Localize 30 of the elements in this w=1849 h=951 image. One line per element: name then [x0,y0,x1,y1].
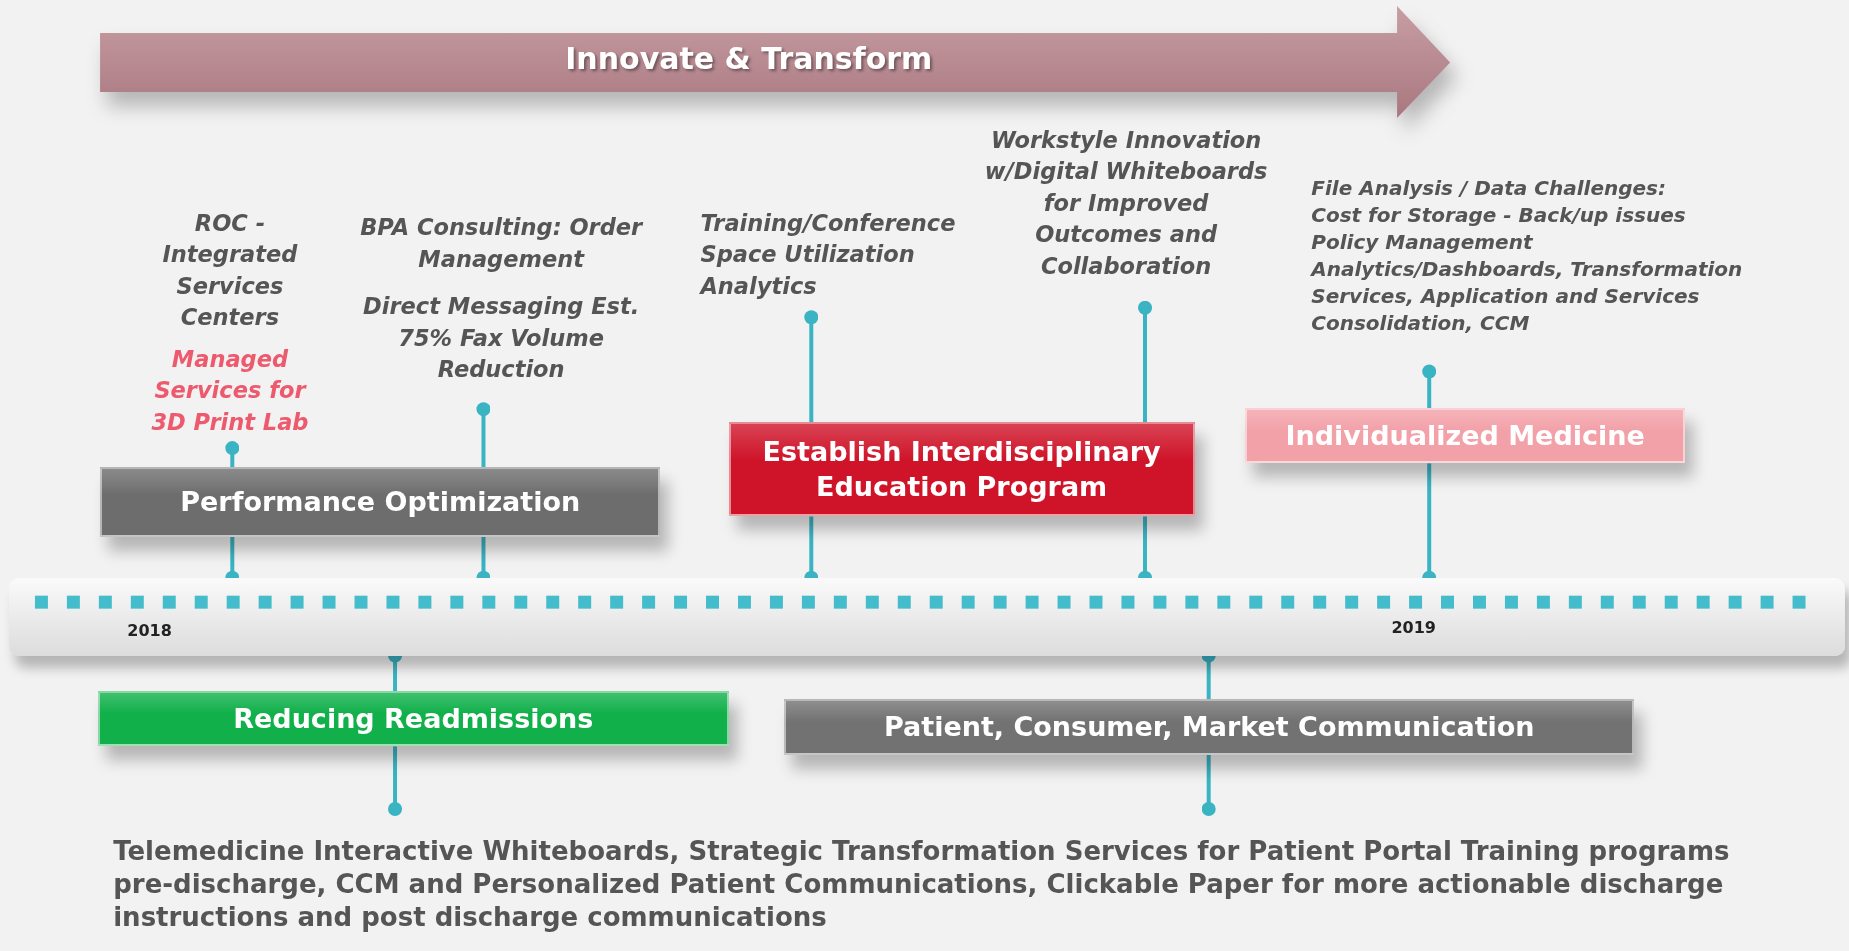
connector-line [1201,754,1216,816]
milestone-note: BPA Consulting: Order Management [359,213,643,274]
banner-title: Innovate & Transform [564,41,934,77]
timeline-bar [100,466,661,537]
bar-label: Establish Interdisciplinary Education Program [761,435,1162,505]
description-text: Telemedicine Interactive Whiteboards, Strategic Transformation Services for Patient Portal Training programs pre-discharge, CCM and Personalized Patient Communications, Clickable Paper for more actionable discharge instructions and post discharge communications [113,834,1731,935]
milestone-note: Workstyle Innovation w/Digital Whiteboards for Improved Outcomes and Collaboration [983,126,1269,281]
milestone-note: Direct Messaging Est. 75% Fax Volume Reduction [362,292,641,385]
connector-line [388,746,403,816]
timeline-track [9,577,1846,656]
bar-label: Reducing Readmissions [233,702,594,737]
milestone-note: File Analysis / Data Challenges: [1311,174,1667,202]
connector-line [1138,300,1152,423]
timeline-bar [97,691,729,747]
bar-label: Performance Optimization [180,485,581,520]
connector-line [476,402,491,467]
timeline-bar [784,699,1635,755]
connector-line [804,310,819,423]
connector-line [1422,364,1437,408]
timeline-bar [728,422,1195,517]
milestone-note: Managed Services for 3D Print Lab [150,344,310,437]
year-label: 2018 [127,621,172,641]
milestone-note: Cost for Storage - Back/up issues Policy Management Analytics/Dashboards, Transformation Services, Application and Services Consolidation, CCM [1311,201,1744,337]
bar-label: Individualized Medicine [1285,419,1645,454]
timeline-bar [1245,408,1686,464]
milestone-note: Training/Conference Space Utilization Analytics [700,208,957,301]
milestone-note: ROC - Integrated Services Centers [161,208,299,333]
bar-label: Patient, Consumer, Market Communication [883,710,1535,745]
year-label: 2019 [1391,617,1436,637]
connector-line [225,441,240,467]
